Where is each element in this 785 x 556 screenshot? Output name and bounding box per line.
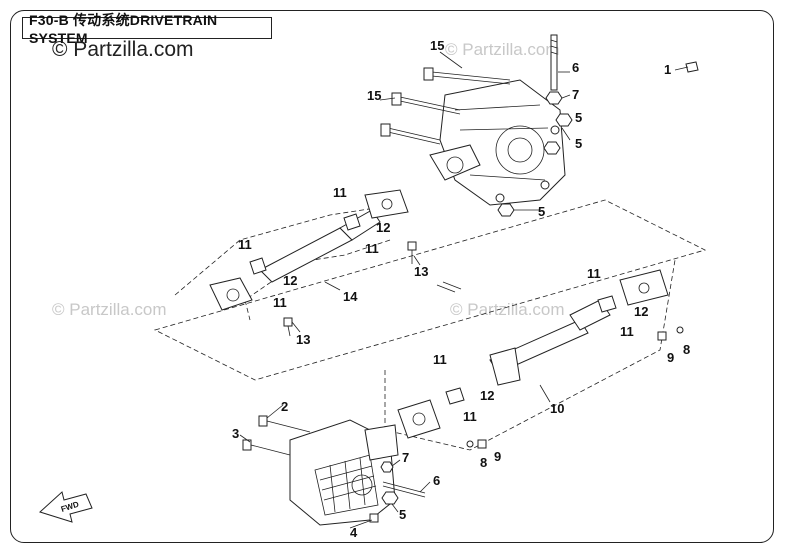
break-mark-1 <box>436 284 456 293</box>
watermark-main: © Partzilla.com <box>52 38 194 61</box>
title-box: F30-B 传动系统DRIVETRAIN SYSTEM <box>22 12 272 46</box>
callout-10: 10 <box>550 401 564 416</box>
callout-11-a: 11 <box>333 185 347 200</box>
stud-6-lower <box>382 481 426 498</box>
break-mark-2 <box>442 281 462 290</box>
fwd-arrow-icon <box>39 491 93 523</box>
callout-14: 14 <box>343 289 358 304</box>
callout-8-right: 8 <box>683 342 690 357</box>
callout-11-g: 11 <box>433 352 447 367</box>
callout-11-c: 11 <box>238 237 252 252</box>
callout-11-d: 11 <box>273 295 287 310</box>
diagram-title: F30-B 传动系统DRIVETRAIN SYSTEM <box>29 12 218 46</box>
callout-5-a: 5 <box>575 110 582 125</box>
watermark-faint-1: © Partzilla.com <box>445 40 560 59</box>
nut-5-c <box>497 203 515 217</box>
nut-5-a <box>555 113 573 127</box>
callout-7-upper: 7 <box>572 87 579 102</box>
callout-11-h: 11 <box>463 409 477 424</box>
callout-5-d: 5 <box>399 507 406 522</box>
callout-5-b: 5 <box>575 136 582 151</box>
clip-1 <box>685 61 699 73</box>
callout-15-a: 15 <box>430 38 444 53</box>
callout-12-d: 12 <box>480 388 494 403</box>
callout-13-b: 13 <box>296 332 310 347</box>
callout-12-b: 12 <box>283 273 297 288</box>
bolt-15-upper <box>423 67 511 85</box>
nut-5-d <box>381 491 399 505</box>
callout-15-b: 15 <box>367 88 381 103</box>
callout-8-lower: 8 <box>480 455 487 470</box>
callout-3: 3 <box>232 426 239 441</box>
callout-5-c: 5 <box>538 204 545 219</box>
callout-11-e: 11 <box>587 266 601 281</box>
rear-differential <box>429 79 566 206</box>
callout-9-lower: 9 <box>494 449 501 464</box>
bolt-15-lower <box>380 92 461 145</box>
callout-4: 4 <box>350 525 358 540</box>
driveshaft-14 <box>209 189 409 311</box>
stud-6-upper <box>550 34 558 91</box>
watermark-faint-2: © Partzilla.com <box>52 300 167 319</box>
callout-13-a: 13 <box>414 264 428 279</box>
callout-9-right: 9 <box>667 350 674 365</box>
callout-1: 1 <box>664 62 671 77</box>
callout-12-a: 12 <box>376 220 390 235</box>
callout-6-lower: 6 <box>433 473 440 488</box>
leader-lines <box>239 51 689 529</box>
nut-7-lower <box>380 461 394 473</box>
diagram-frame <box>10 10 774 543</box>
callout-6-upper: 6 <box>572 60 579 75</box>
watermark-faint-3: © Partzilla.com <box>450 300 565 319</box>
nut-7-upper <box>545 91 563 105</box>
driveshaft-10 <box>397 269 669 439</box>
callout-11-f: 11 <box>620 324 634 339</box>
bolt-9-washer-8 <box>466 326 684 449</box>
callout-11-b: 11 <box>365 241 379 256</box>
nut-5-b <box>543 141 561 155</box>
driveshaft-10-bounds <box>384 259 676 451</box>
front-differential <box>289 419 399 526</box>
callout-12-c: 12 <box>634 304 648 319</box>
callout-2: 2 <box>281 399 288 414</box>
callout-7-lower: 7 <box>402 450 409 465</box>
lower-shaft-box-upper <box>153 199 707 381</box>
